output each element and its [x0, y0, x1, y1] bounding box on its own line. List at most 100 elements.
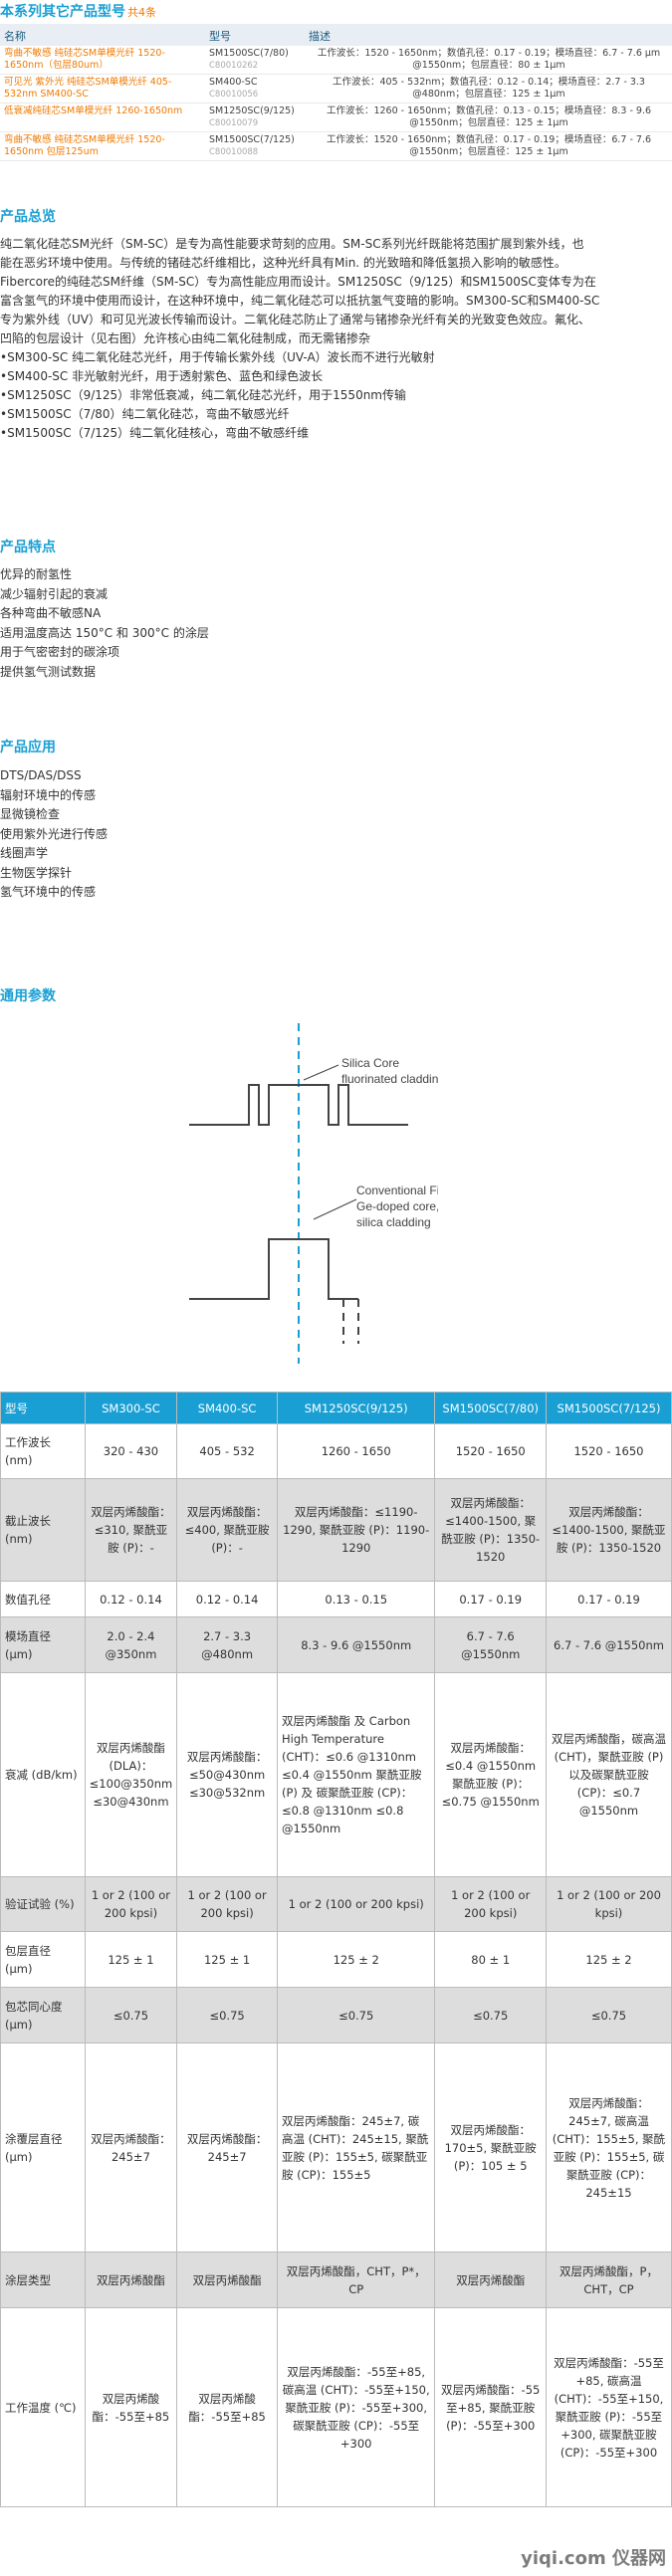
spec-header-cell: SM1500SC(7/125)	[545, 1392, 672, 1424]
spec-header-cell: SM1250SC(9/125)	[276, 1392, 436, 1424]
overview-line: Fibercore的纯硅芯SM纤维（SM-SC）专为高性能应用而设计。SM125…	[0, 275, 596, 289]
model-text: SM1250SC(9/125)	[209, 106, 295, 116]
list-item: 减少辐射引起的衰减	[0, 586, 109, 601]
spec-header-cell: SM400-SC	[176, 1392, 278, 1424]
product-model: SM400-SC C80010056	[209, 77, 309, 101]
spec-header-row: 型号 SM300-SC SM400-SC SM1250SC(9/125) SM1…	[0, 1392, 672, 1424]
spec-cell: ≤0.75	[84, 1987, 178, 2043]
list-item: 提供氢气测试数据	[0, 664, 97, 679]
spec-cell: 双层丙烯酸酯：170±5, 聚酰亚胺 (P)：105 ± 5	[434, 2042, 547, 2253]
product-model: SM1250SC(9/125) C80010079	[209, 106, 309, 129]
spec-cell: 双层丙烯酸酯：245±7, 碳高温 (CHT)：245±15, 聚酰亚胺 (P)…	[276, 2042, 436, 2253]
product-name-link[interactable]: 弯曲不敏感 纯硅芯SM单模光纤 1520-1650nm 包层125um	[4, 134, 165, 157]
product-name-link[interactable]: 低衰减纯硅芯SM单模光纤 1260-1650nm	[4, 106, 183, 116]
product-row[interactable]: 弯曲不敏感 纯硅芯SM单模光纤 1520-1650nm（包层80um） SM15…	[0, 46, 672, 75]
spec-cell: 双层丙烯酸酯，碳高温 (CHT)，聚酰亚胺 (P) 以及碳聚酰亚胺 (CP)：≤…	[545, 1672, 672, 1877]
product-code: C80010088	[209, 147, 259, 157]
spec-cell: 1 or 2 (100 or 200 kpsi)	[276, 1876, 436, 1932]
spec-cell: 8.3 - 9.6 @1550nm	[276, 1616, 436, 1673]
spec-cell: 1520 - 1650	[545, 1423, 672, 1479]
list-item: 生物医学探针	[0, 865, 73, 880]
product-code: C80010056	[209, 90, 259, 100]
spec-row: 衰减 (dB/km) 双层丙烯酸酯 (DLA)：≤100@350nm ≤30@4…	[0, 1672, 672, 1877]
spec-cell: 405 - 532	[176, 1423, 278, 1479]
list-item: 各种弯曲不敏感NA	[0, 606, 102, 620]
watermark: yiqi.com 仪器网	[521, 2548, 666, 2569]
spec-cell: 双层丙烯酸酯：245±7	[176, 2042, 278, 2253]
model-text: SM400-SC	[209, 77, 258, 88]
fiber-index-diagram: Silica Core fluorinated cladding Convent…	[189, 1023, 438, 1364]
spec-cell: 双层丙烯酸酯，CHT，P*，CP	[276, 2252, 436, 2308]
product-desc: 工作波长：1520 - 1650nm；数值孔径：0.17 - 0.19；模场直径…	[317, 48, 661, 71]
leader-line-1	[303, 1064, 339, 1081]
overview-line: •SM1500SC（7/80）纯二氧化硅芯，弯曲不敏感光纤	[0, 407, 290, 421]
spec-row-label: 涂覆层直径 (μm)	[0, 2042, 86, 2253]
product-name-link[interactable]: 可见光 紫外光 纯硅芯SM单模光纤 405-532nm SM400-SC	[4, 77, 172, 100]
list-item: 显微镜检查	[0, 807, 61, 821]
diagram-label-2c: silica cladding	[356, 1215, 431, 1229]
list-item: 适用温度高达 150°C 和 300°C 的涂层	[0, 625, 209, 640]
spec-row: 数值孔径 0.12 - 0.14 0.12 - 0.14 0.13 - 0.15…	[0, 1581, 672, 1617]
col-model: 型号	[209, 30, 231, 43]
product-model: SM1500SC(7/80)C80010262	[209, 48, 309, 72]
col-name: 名称	[4, 30, 26, 43]
overview-line: 凹陷的包层设计（见右图）允许核心由纯二氧化硅制成，而无需锗掺杂	[0, 331, 371, 345]
section-title-text: 本系列其它产品型号	[0, 4, 125, 20]
overview-line: •SM1250SC（9/125）非常低衰减，纯二氧化硅芯光纤，用于1550nm传…	[0, 388, 407, 402]
spec-cell: 双层丙烯酸酯：-55至+85	[176, 2307, 278, 2507]
overview-line: •SM400-SC 非光敏射光纤，用于透射紫色、蓝色和绿色波长	[0, 369, 324, 383]
spec-row: 涂层类型 双层丙烯酸酯 双层丙烯酸酯 双层丙烯酸酯，CHT，P*，CP 双层丙烯…	[0, 2252, 672, 2308]
list-item: 优异的耐氢性	[0, 567, 73, 581]
spec-cell: ≤0.75	[276, 1987, 436, 2043]
diagram-label-2b: Ge-doped core,	[356, 1199, 438, 1213]
spec-row: 模场直径 (μm) 2.0 - 2.4 @350nm 2.7 - 3.3 @48…	[0, 1616, 672, 1673]
spec-cell: 6.7 - 7.6 @1550nm	[434, 1616, 547, 1673]
list-item: 使用紫外光进行传感	[0, 826, 109, 841]
diagram-label-1a: Silica Core	[341, 1056, 399, 1070]
section-title-products: 本系列其它产品型号共4条	[0, 1, 156, 21]
spec-cell: 双层丙烯酸酯	[176, 2252, 278, 2308]
spec-row-label: 包层直径 (μm)	[0, 1931, 86, 1988]
spec-row-label: 工作波长 (nm)	[0, 1423, 86, 1479]
product-row[interactable]: 弯曲不敏感 纯硅芯SM单模光纤 1520-1650nm 包层125um SM15…	[0, 132, 672, 161]
spec-cell: 双层丙烯酸酯 及 Carbon High Temperature (CHT)：≤…	[276, 1672, 436, 1877]
spec-cell: ≤0.75	[545, 1987, 672, 2043]
spec-cell: 125 ± 1	[176, 1931, 278, 1988]
product-row[interactable]: 低衰减纯硅芯SM单模光纤 1260-1650nm SM1250SC(9/125)…	[0, 104, 672, 132]
spec-cell: 双层丙烯酸酯：-55至+85, 聚酰亚胺 (P)：-55至+300	[434, 2307, 547, 2507]
spec-cell: 双层丙烯酸酯	[434, 2252, 547, 2308]
list-item: 用于气密密封的碳涂项	[0, 645, 120, 659]
spec-cell: 双层丙烯酸酯：-55至+85, 碳高温 (CHT)：-55至+150, 聚酰亚胺…	[276, 2307, 436, 2507]
features-title: 产品特点	[0, 539, 56, 555]
spec-cell: 1 or 2 (100 or 200 kpsi)	[545, 1876, 672, 1932]
spec-cell: 125 ± 2	[276, 1931, 436, 1988]
product-row[interactable]: 可见光 紫外光 纯硅芯SM单模光纤 405-532nm SM400-SC SM4…	[0, 75, 672, 104]
overview-line: 专为紫外线（UV）和可见光波长传输而设计。二氧化硅芯防止了通常与锗掺杂光纤有关的…	[0, 313, 590, 326]
spec-cell: 320 - 430	[84, 1423, 178, 1479]
spec-cell: 双层丙烯酸酯：≤400, 聚酰亚胺 (P)：-	[176, 1478, 278, 1582]
features-list: 优异的耐氢性 减少辐射引起的衰减 各种弯曲不敏感NA 适用温度高达 150°C …	[0, 565, 669, 682]
overview-title: 产品总览	[0, 209, 56, 225]
spec-cell: 双层丙烯酸酯：≤310, 聚酰亚胺 (P)：-	[84, 1478, 178, 1582]
product-desc: 工作波长：405 - 532nm；数值孔径：0.12 - 0.14；模场直径：2…	[333, 77, 645, 100]
spec-row: 工作温度 (℃) 双层丙烯酸酯：-55至+85 双层丙烯酸酯：-55至+85 双…	[0, 2307, 672, 2507]
product-name-link[interactable]: 弯曲不敏感 纯硅芯SM单模光纤 1520-1650nm（包层80um）	[4, 48, 165, 71]
spec-cell: 双层丙烯酸酯，P，CHT，CP	[545, 2252, 672, 2308]
silica-core-profile	[189, 1084, 408, 1126]
spec-cell: 双层丙烯酸酯：245±7	[84, 2042, 178, 2253]
spec-cell: 6.7 - 7.6 @1550nm	[545, 1616, 672, 1673]
applications-title: 产品应用	[0, 740, 56, 755]
spec-cell: 双层丙烯酸酯	[84, 2252, 178, 2308]
spec-cell: 1520 - 1650	[434, 1423, 547, 1479]
product-table-header: 名称 型号 描述	[0, 24, 672, 46]
spec-cell: 双层丙烯酸酯：245±7, 碳高温 (CHT)：155±5, 聚酰亚胺 (P)：…	[545, 2042, 672, 2253]
spec-row-label: 模场直径 (μm)	[0, 1616, 86, 1673]
product-code: C80010079	[209, 118, 259, 128]
spec-cell: 125 ± 1	[84, 1931, 178, 1988]
spec-cell: 双层丙烯酸酯：≤1190-1290, 聚酰亚胺 (P)：1190-1290	[276, 1478, 436, 1582]
product-desc: 工作波长：1520 - 1650nm；数值孔径：0.17 - 0.19；模场直径…	[326, 134, 652, 157]
spec-cell: 2.0 - 2.4 @350nm	[84, 1616, 178, 1673]
spec-cell: 2.7 - 3.3 @480nm	[176, 1616, 278, 1673]
spec-row-label: 涂层类型	[0, 2252, 86, 2308]
list-item: 氢气环境中的传感	[0, 885, 97, 899]
